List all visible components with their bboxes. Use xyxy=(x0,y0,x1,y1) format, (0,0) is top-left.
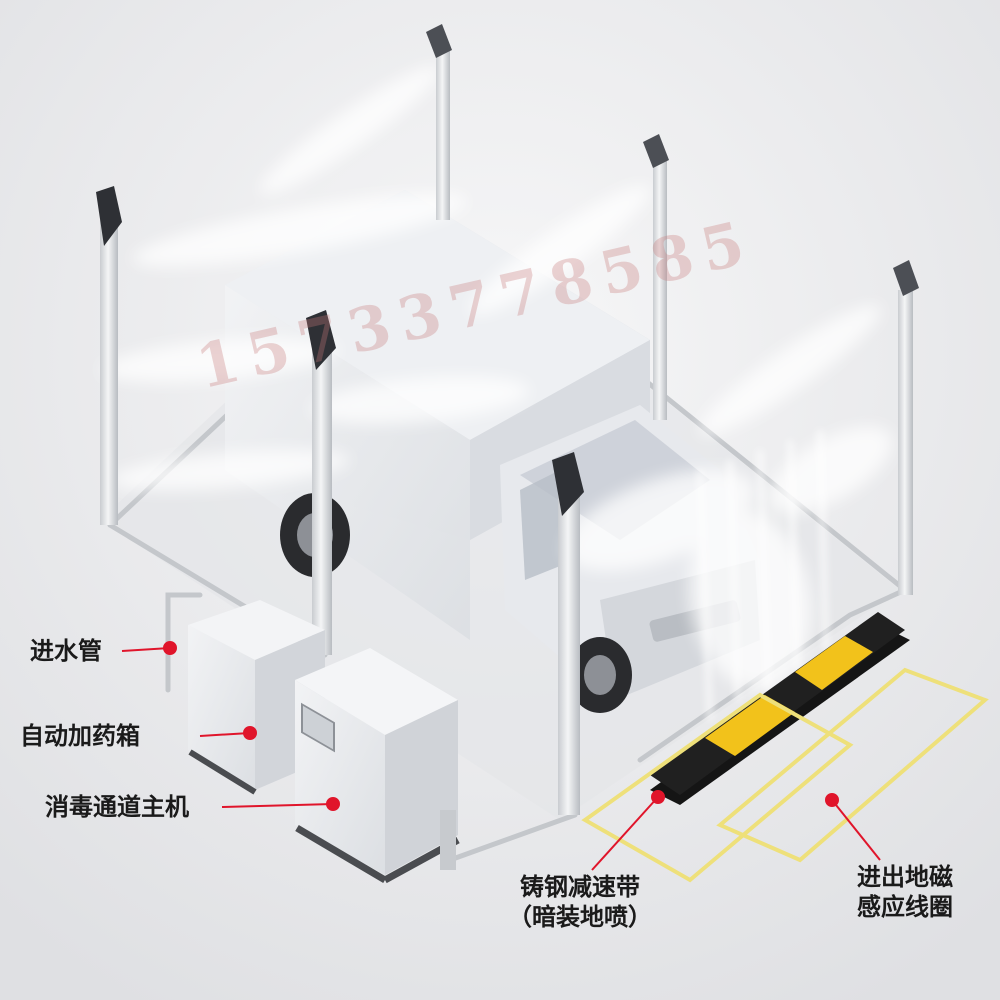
mist-spray xyxy=(100,65,893,690)
spray-posts xyxy=(96,24,919,815)
label-speed-bump: 铸钢减速带 （暗装地喷） xyxy=(500,872,660,932)
label-speed-bump-line2: （暗装地喷） xyxy=(508,903,652,931)
spray-post xyxy=(643,134,669,420)
host-unit xyxy=(295,648,460,884)
label-induction-loop: 进出地磁 感应线圈 xyxy=(830,862,980,922)
mist-curtain xyxy=(697,429,829,721)
label-speed-bump-line1: 铸钢减速带 xyxy=(520,873,640,901)
label-auto-dosing-box: 自动加药箱 xyxy=(20,722,140,750)
leader-lines xyxy=(121,641,881,871)
spray-post xyxy=(552,452,584,815)
spray-post xyxy=(96,186,122,525)
label-host-unit: 消毒通道主机 xyxy=(45,793,189,821)
label-induction-loop-line2: 感应线圈 xyxy=(857,893,953,921)
auto-dosing-box xyxy=(188,600,325,795)
label-water-inlet: 进水管 xyxy=(30,637,102,665)
spray-post xyxy=(306,310,336,655)
label-induction-loop-line1: 进出地磁 xyxy=(857,863,953,891)
spray-post xyxy=(893,260,919,595)
induction-loop xyxy=(581,667,989,883)
spray-post xyxy=(426,24,452,220)
